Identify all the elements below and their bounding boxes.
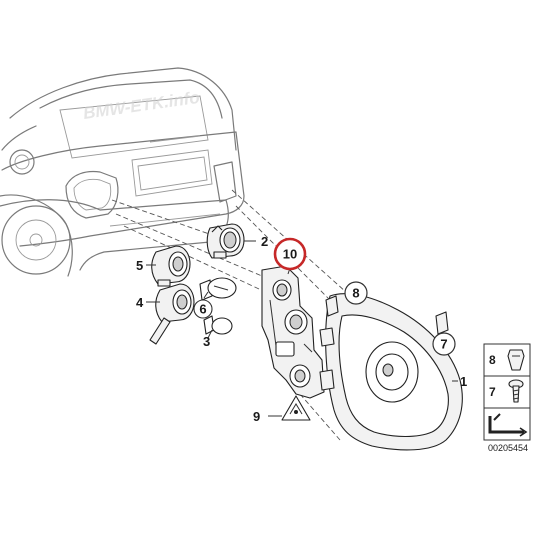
car-rear-outline <box>0 67 245 277</box>
reference-number: 00205454 <box>488 443 528 453</box>
side-panel: 8 7 00205454 <box>483 343 531 453</box>
callout-4-label: 4 <box>136 295 144 310</box>
part-1-tail-lamp <box>319 293 463 451</box>
callout-8-circle <box>344 281 368 305</box>
screw-icon <box>508 379 524 403</box>
part-4-bulb-socket <box>149 283 195 345</box>
part-6-bulb <box>199 277 237 301</box>
part-9-warning-label <box>281 395 311 421</box>
callout-10-highlight-circle <box>273 237 307 271</box>
part-10-bulb-carrier <box>261 265 325 399</box>
callout-7-label: 7 <box>440 337 447 352</box>
watermark-text: BMW-ETK.info <box>82 88 201 123</box>
side-item-8-label: 8 <box>489 353 496 367</box>
callout-1-label: 1 <box>460 374 467 389</box>
callout-5-label: 5 <box>136 258 143 273</box>
part-2-bulb-socket <box>206 223 245 259</box>
callout-9-label: 9 <box>253 409 260 424</box>
callout-6-circle <box>193 299 213 319</box>
bracket-arrow-icon <box>488 413 528 437</box>
clip-nut-icon <box>507 349 525 371</box>
part-3-bulb <box>203 315 233 335</box>
part-5-bulb-socket <box>151 245 191 287</box>
callout-3-label: 3 <box>203 334 210 349</box>
callout-8-label: 8 <box>352 286 359 301</box>
callouts: 10 8 7 6 2 5 4 3 1 9 <box>136 234 467 424</box>
callout-6-label: 6 <box>199 302 206 317</box>
callout-10-label: 10 <box>283 247 297 262</box>
side-item-7-label: 7 <box>489 385 496 399</box>
callout-7-circle <box>432 332 456 356</box>
callout-2-label: 2 <box>261 234 268 249</box>
